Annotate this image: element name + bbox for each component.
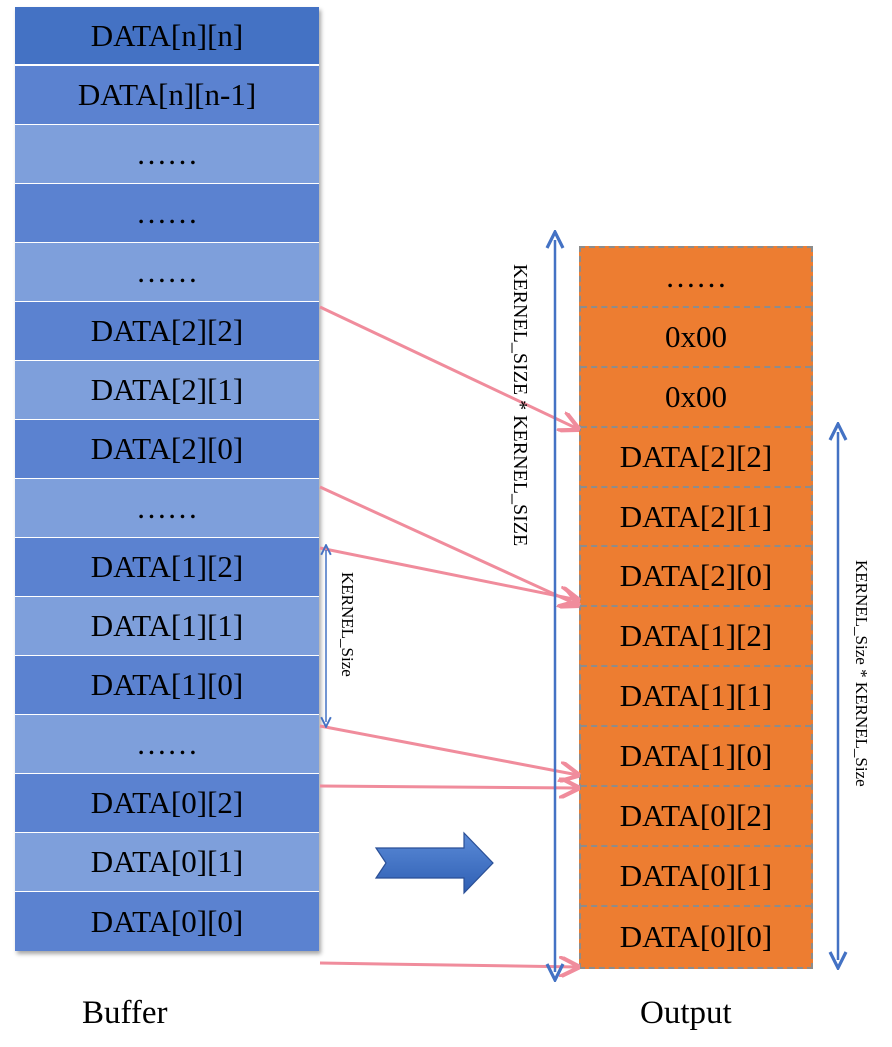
kernel-size-squared-label: KERNEL_SIZE * KERNEL_SIZE xyxy=(509,264,531,547)
output-label: Output xyxy=(640,995,732,1031)
kernel-size-label: KERNEL_Size xyxy=(338,572,357,677)
buffer-cell: …… xyxy=(15,479,319,538)
mapping-arrow xyxy=(319,305,578,429)
kernel-size-squared-alt-label: KERNEL_Size * KERNEL_Size xyxy=(852,560,871,787)
mapping-arrows xyxy=(319,305,578,967)
buffer-label: Buffer xyxy=(82,995,168,1031)
output-stack: …… 0x00 0x00 DATA[2][2] DATA[2][1] DATA[… xyxy=(579,246,813,969)
mapping-arrow xyxy=(319,485,578,605)
buffer-cell: DATA[2][0] xyxy=(15,420,319,479)
output-cell: DATA[1][2] xyxy=(581,607,811,668)
buffer-cell: …… xyxy=(15,243,319,302)
buffer-cell: DATA[2][1] xyxy=(15,361,319,420)
output-cell: DATA[0][2] xyxy=(581,787,811,847)
output-cell: …… xyxy=(581,248,811,308)
buffer-cell: DATA[1][0] xyxy=(15,656,319,715)
output-cell: DATA[2][2] xyxy=(581,428,811,488)
mapping-arrow xyxy=(319,724,578,775)
buffer-cell: DATA[2][2] xyxy=(15,302,319,361)
buffer-cell: DATA[1][1] xyxy=(15,597,319,656)
output-cell: 0x00 xyxy=(581,368,811,428)
mapping-arrow xyxy=(319,786,578,788)
buffer-cell: DATA[0][0] xyxy=(15,892,319,951)
mapping-arrow xyxy=(319,963,578,967)
output-cell: 0x00 xyxy=(581,308,811,368)
buffer-cell: …… xyxy=(15,184,319,243)
buffer-cell: …… xyxy=(15,125,319,184)
buffer-cell: DATA[1][2] xyxy=(15,538,319,597)
mapping-arrow xyxy=(319,546,578,600)
buffer-stack: DATA[n][n] DATA[n][n-1] …… …… …… DATA[2]… xyxy=(15,7,319,951)
transform-arrow-icon xyxy=(374,831,494,895)
buffer-cell: DATA[n][n-1] xyxy=(15,66,319,125)
output-cell: DATA[2][0] xyxy=(581,547,811,608)
buffer-cell: DATA[0][2] xyxy=(15,774,319,833)
output-cell: DATA[1][0] xyxy=(581,727,811,788)
output-cell: DATA[1][1] xyxy=(581,667,811,728)
buffer-cell: DATA[n][n] xyxy=(15,7,319,66)
output-cell: DATA[2][1] xyxy=(581,488,811,548)
buffer-cell: DATA[0][1] xyxy=(15,833,319,892)
output-cell: DATA[0][1] xyxy=(581,847,811,907)
output-cell: DATA[0][0] xyxy=(619,918,773,954)
buffer-cell: …… xyxy=(15,715,319,774)
